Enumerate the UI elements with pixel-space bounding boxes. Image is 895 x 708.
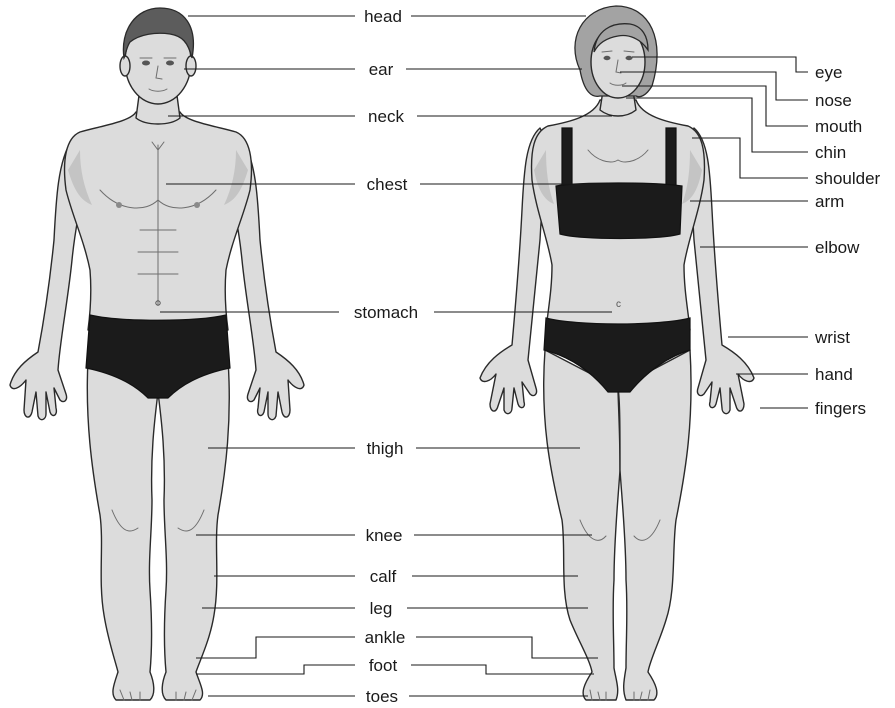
label-head: head: [364, 7, 402, 26]
label-shoulder: shoulder: [815, 169, 881, 188]
label-stomach: stomach: [354, 303, 418, 322]
female-bra-strap-left: [562, 128, 572, 188]
female-bra-strap-right: [666, 128, 676, 188]
label-toes: toes: [366, 687, 398, 706]
female-bra: [556, 183, 682, 239]
label-thigh: thigh: [367, 439, 404, 458]
male-right-leg: [158, 360, 229, 700]
label-arm: arm: [815, 192, 844, 211]
label-chest: chest: [367, 175, 408, 194]
male-left-leg: [87, 360, 158, 700]
label-nose: nose: [815, 91, 852, 110]
svg-text:c: c: [616, 299, 621, 310]
label-ear: ear: [369, 60, 394, 79]
center-labels: head ear neck chest stomach thigh knee c…: [354, 7, 418, 706]
label-calf: calf: [370, 567, 397, 586]
label-wrist: wrist: [814, 328, 850, 347]
label-eye: eye: [815, 63, 842, 82]
leader-eye: [632, 57, 808, 72]
label-fingers: fingers: [815, 399, 866, 418]
label-foot: foot: [369, 656, 398, 675]
label-mouth: mouth: [815, 117, 862, 136]
label-knee: knee: [366, 526, 403, 545]
label-ankle: ankle: [365, 628, 406, 647]
right-labels: eye nose mouth chin shoulder arm elbow w…: [814, 63, 881, 418]
male-ear-right: [186, 56, 196, 76]
female-figure: c: [480, 6, 754, 700]
male-figure: [10, 8, 304, 700]
label-leg: leg: [370, 599, 393, 618]
label-hand: hand: [815, 365, 853, 384]
label-neck: neck: [368, 107, 404, 126]
label-chin: chin: [815, 143, 846, 162]
label-elbow: elbow: [815, 238, 860, 257]
female-right-leg: [618, 350, 691, 700]
male-ear-left: [120, 56, 130, 76]
